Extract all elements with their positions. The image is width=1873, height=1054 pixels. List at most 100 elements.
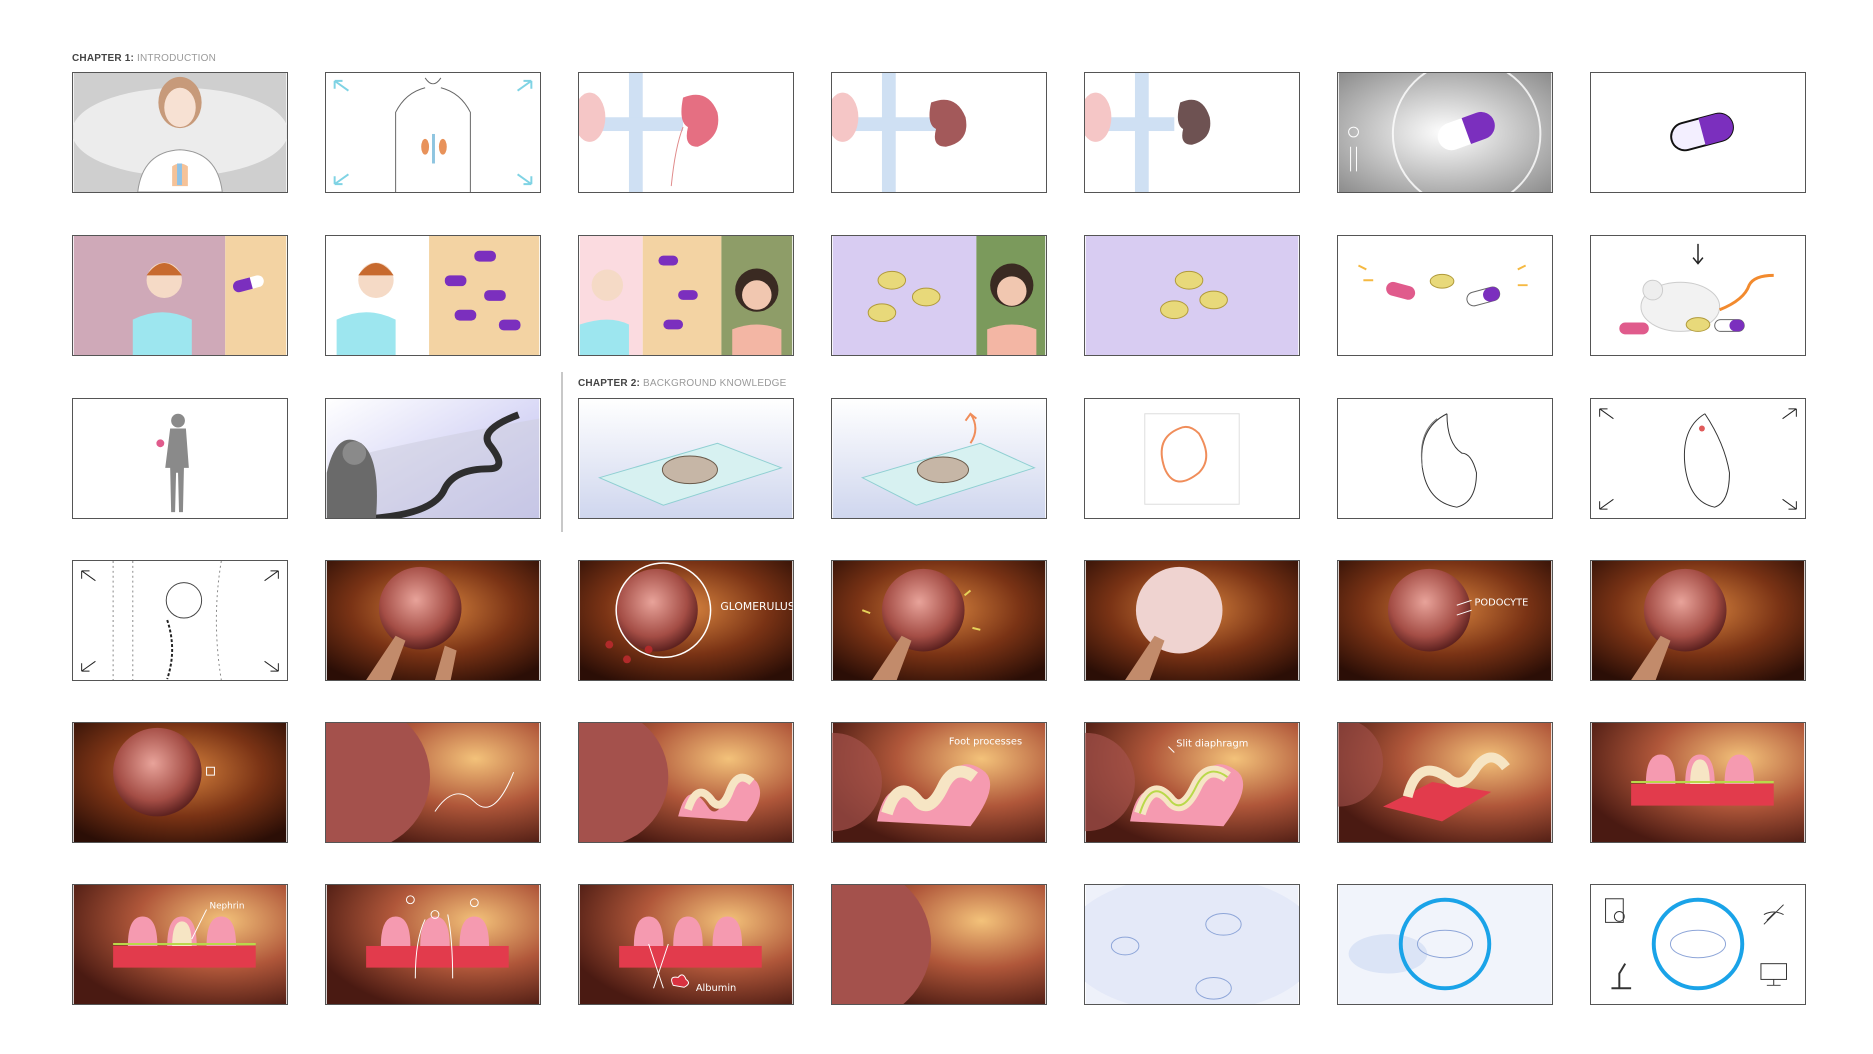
foot-processes-row — [1591, 723, 1805, 842]
pill-icon — [1670, 112, 1734, 152]
dna-icon — [1763, 904, 1784, 925]
storyboard-panel-23 — [325, 560, 541, 681]
foot-processes-shape — [579, 723, 793, 842]
boy-with-many-pills — [336, 236, 540, 355]
storyboard-panel-15 — [72, 398, 288, 519]
foot-processes-block — [1338, 723, 1552, 842]
storyboard-panel-16 — [325, 398, 541, 519]
storyboard-panel-29 — [72, 722, 288, 843]
chapter-2-heading: CHAPTER 2: BACKGROUND KNOWLEDGE — [578, 378, 786, 389]
cells-petri — [1085, 885, 1299, 1004]
lab-mouse-pills — [1619, 243, 1774, 335]
storyboard-panel-22 — [72, 560, 288, 681]
glomerulus-closeup — [73, 723, 287, 842]
slit-diaphragm-labeled: Slit diaphragm — [1085, 723, 1299, 842]
grey-figure — [156, 413, 189, 513]
storyboard-panel-3 — [578, 72, 794, 193]
storyboard-panel-41 — [1337, 884, 1553, 1005]
cell-highlighted — [1338, 885, 1552, 1004]
body-outline-sketch — [333, 77, 533, 192]
chapter-divider — [561, 372, 563, 532]
kidney-darkening — [832, 73, 967, 192]
label-albumin: Albumin — [696, 983, 736, 994]
storyboard-panel-42 — [1590, 884, 1806, 1005]
storyboard-panel-2 — [325, 72, 541, 193]
storyboard-panel-32: Foot processes — [831, 722, 1047, 843]
chapter-number: CHAPTER 2: — [578, 378, 641, 389]
storyboard-panel-6 — [1337, 72, 1553, 193]
label-podocyte: PODOCYTE — [1475, 597, 1529, 608]
foot-processes-labeled: Foot processes — [832, 723, 1046, 842]
storyboard-panel-19 — [1084, 398, 1300, 519]
kidney-healthy — [579, 73, 719, 192]
podocyte-zoom-out — [832, 885, 1046, 1004]
storyboard-panel-25 — [831, 560, 1047, 681]
glomerulus-arrows — [832, 561, 1046, 680]
storyboard-panel-40 — [1084, 884, 1300, 1005]
microscope-icon — [1611, 963, 1632, 990]
kidney-line-sketch — [1420, 413, 1477, 508]
label-foot-processes: Foot processes — [949, 737, 1022, 748]
glomerulus-podocyte: PODOCYTE — [1338, 561, 1552, 680]
storyboard-panel-21 — [1590, 398, 1806, 519]
boy-with-pill — [73, 236, 287, 355]
storyboard-panel-7 — [1590, 72, 1806, 193]
computer-icon — [1760, 963, 1788, 986]
storyboard-panel-36: Nephrin — [72, 884, 288, 1005]
storyboard-panel-18 — [831, 398, 1047, 519]
tissue-slide-lift — [832, 399, 1046, 518]
storyboard-panel-5 — [1084, 72, 1300, 193]
storyboard-panel-13 — [1337, 235, 1553, 356]
storyboard-panel-20 — [1337, 398, 1553, 519]
yellow-pills — [1085, 236, 1299, 355]
glomerulus-labeled: GLOMERULUS — [579, 561, 793, 680]
boy-pills-woman — [579, 236, 793, 355]
storyboard-panel-26 — [1084, 560, 1300, 681]
storyboard-panel-27: PODOCYTE — [1337, 560, 1553, 681]
storyboard-panel-34 — [1337, 722, 1553, 843]
document-search-icon — [1605, 898, 1625, 923]
glomerulus-pale — [1085, 561, 1299, 680]
storyboard-panel-1 — [72, 72, 288, 193]
cell-research-icons — [1605, 897, 1788, 991]
storyboard-panel-24: GLOMERULUS — [578, 560, 794, 681]
storyboard-panel-9 — [325, 235, 541, 356]
storyboard-panel-38: Albumin — [578, 884, 794, 1005]
three-pills — [1358, 264, 1528, 307]
storyboard-panel-33: Slit diaphragm — [1084, 722, 1300, 843]
storyboard-panel-11 — [831, 235, 1047, 356]
storyboard-panel-8 — [72, 235, 288, 356]
storyboard-panel-4 — [831, 72, 1047, 193]
label-nephrin: Nephrin — [210, 902, 245, 912]
chapter-title: INTRODUCTION — [137, 53, 217, 64]
albumin-labeled: Albumin — [579, 885, 793, 1004]
chapter-title: BACKGROUND KNOWLEDGE — [643, 378, 787, 389]
storyboard-panel-28 — [1590, 560, 1806, 681]
tissue-slide — [579, 399, 793, 518]
girl-illustration — [73, 73, 287, 192]
storyboard-panel-12 — [1084, 235, 1300, 356]
chapter-1-heading: CHAPTER 1: INTRODUCTION — [72, 53, 216, 64]
renal-sketch-zoom — [81, 561, 279, 680]
filtration-arrows — [326, 885, 540, 1004]
storyboard-panel-17 — [578, 398, 794, 519]
kidney-damaged — [1085, 73, 1211, 192]
storyboard-panel-14 — [1590, 235, 1806, 356]
winding-road — [326, 399, 540, 518]
glomerulus-render-2 — [1591, 561, 1805, 680]
label-glomerulus: GLOMERULUS — [720, 600, 793, 613]
podocyte-surface — [326, 723, 540, 842]
glomerulus-render — [326, 561, 540, 680]
pill-hud — [1338, 73, 1552, 192]
chapter-number: CHAPTER 1: — [72, 53, 135, 64]
kidney-zoom-sketch — [1599, 408, 1797, 510]
yellow-pills-woman — [832, 236, 1046, 355]
storyboard-panel-37 — [325, 884, 541, 1005]
storyboard-panel-35 — [1590, 722, 1806, 843]
nephrin-labeled: Nephrin — [73, 885, 287, 1004]
storyboard-panel-39 — [831, 884, 1047, 1005]
storyboard-panel-30 — [325, 722, 541, 843]
label-slit-diaphragm: Slit diaphragm — [1176, 739, 1248, 750]
storyboard-panel-31 — [578, 722, 794, 843]
kidney-section-sketch — [1144, 413, 1240, 505]
